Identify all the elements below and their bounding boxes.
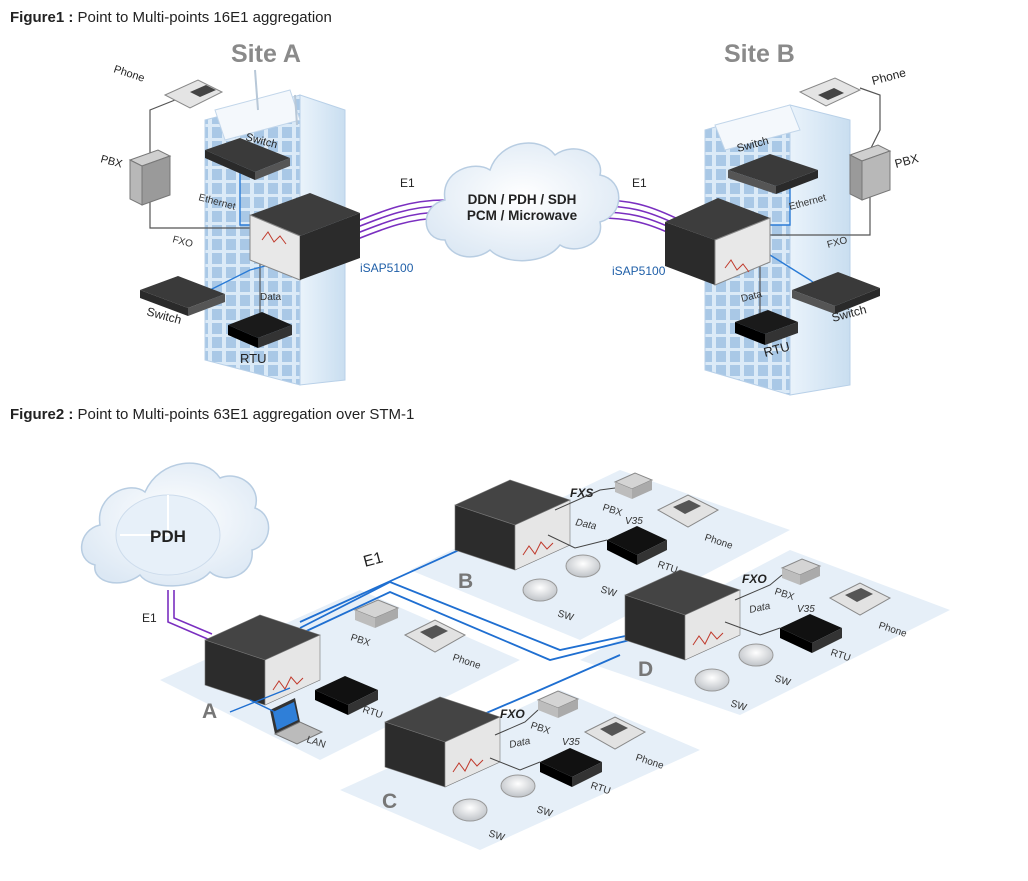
zone-d-sw-icons [694, 643, 774, 692]
zone-c-sw-icons [452, 774, 536, 822]
zone-d-data-label: Data [748, 601, 771, 616]
site-b-pbx [848, 144, 892, 201]
figure2-caption: Figure2 : Point to Multi-points 63E1 agg… [10, 406, 414, 423]
zone-d-fx-label: FXO [742, 572, 767, 586]
fig1-e1-left-label: E1 [400, 176, 415, 190]
site-a-phone-label: Phone [112, 63, 146, 84]
zone-c-sw1-label: SW [535, 804, 554, 820]
site-a-isap-device [249, 193, 360, 281]
zone-d-rack [624, 569, 741, 661]
site-a-label: Site A [231, 40, 301, 68]
zone-b-data-label: Data [574, 517, 597, 532]
figure2-caption-text: Point to Multi-points 63E1 aggregation o… [73, 406, 415, 423]
fig2-e1-backbone-label: E1 [362, 549, 385, 571]
site-a-switch-bottom [140, 276, 225, 316]
zone-c-v35-label: V35 [562, 737, 580, 748]
site-b-pbx-label: PBX [893, 151, 920, 171]
zone-a-phone [403, 619, 467, 653]
transport-cloud [425, 142, 620, 262]
zone-a-laptop-icon [270, 698, 324, 745]
cloud-line-1: DDN / PDH / SDH [468, 192, 577, 207]
zone-b-links [547, 487, 616, 549]
fig2-racks [204, 479, 741, 788]
zone-c-rtu [540, 748, 602, 787]
site-a-phone [163, 79, 224, 109]
zone-c-links [489, 709, 541, 771]
zone-d-v35-label: V35 [797, 604, 815, 615]
site-b-phone [798, 77, 862, 107]
cloud-line-2: PCM / Microwave [467, 208, 578, 223]
zone-b-fx-label: FXS [570, 486, 593, 500]
zone-a-rack [204, 614, 321, 706]
fig1-e1-right-label: E1 [632, 176, 647, 190]
zone-d-sw2-label: SW [729, 698, 748, 714]
site-b-switch-bottom [792, 272, 880, 314]
zone-b-v35-label: V35 [625, 516, 643, 527]
zone-d-letter: D [638, 658, 653, 681]
site-b-fxo-label: FXO [826, 235, 849, 251]
zone-c-letter: C [382, 790, 397, 813]
site-b-data-label: Data [740, 289, 764, 305]
site-a-pbx-label: PBX [99, 153, 124, 170]
figure1-caption-bold: Figure1 : [10, 9, 74, 26]
zone-a-lan-links [229, 687, 291, 713]
zone-d-pbx [780, 558, 822, 585]
site-a-isap-label: iSAP5100 [360, 261, 414, 275]
zone-c-rack [384, 696, 501, 788]
zone-a-pbx [353, 599, 400, 628]
zone-a-rtu [315, 676, 378, 715]
site-b-links [759, 87, 881, 318]
pdh-cloud [80, 462, 270, 587]
zone-c-phone [583, 716, 647, 750]
site-a-rtu [228, 312, 292, 348]
zone-b-letter: B [458, 570, 473, 593]
fig2-e1-cloud-bundle [167, 590, 213, 641]
zone-c-data-label: Data [508, 736, 531, 751]
figure1-caption: Figure1 : Point to Multi-points 16E1 agg… [10, 9, 332, 26]
figure1-caption-text: Point to Multi-points 16E1 aggregation [73, 9, 332, 26]
site-a-rtu-label: RTU [240, 351, 266, 366]
site-a-data-label: Data [260, 292, 282, 303]
site-a-switch-top [205, 138, 290, 180]
site-a-pbx [128, 149, 172, 206]
zone-c-sw2-label: SW [487, 828, 506, 844]
fig2-backbone-links [299, 544, 631, 721]
zone-b-phone [656, 494, 720, 528]
zone-a-letter: A [202, 700, 217, 723]
zone-b-pbx [613, 472, 654, 499]
zone-c-fx-label: FXO [500, 707, 525, 721]
zone-b-sw2-label: SW [556, 608, 575, 624]
zone-d-sw1-label: SW [773, 673, 792, 689]
zone-b-rtu [607, 526, 667, 565]
zone-b-rack [454, 479, 571, 571]
site-b-isap-label: iSAP5100 [612, 264, 666, 278]
zone-d-links [724, 574, 783, 636]
site-b-label: Site B [724, 40, 795, 68]
pdh-label: PDH [150, 527, 186, 546]
site-b-rtu-label: RTU [762, 339, 791, 360]
fig2-e1-cloud-label: E1 [142, 611, 157, 625]
zone-b-sw1-label: SW [599, 584, 618, 600]
zone-b-sw-icons [522, 554, 601, 602]
zone-d-rtu [780, 614, 842, 653]
zone-d-phone [828, 582, 892, 616]
site-a-fxo-label: FXO [171, 234, 194, 250]
zone-c-pbx [536, 690, 580, 718]
site-b-phone-label: Phone [870, 65, 907, 88]
site-b-rtu [735, 310, 798, 345]
site-b-isap-device [665, 198, 771, 286]
site-b-switch-top [728, 154, 818, 194]
figure2-caption-bold: Figure2 : [10, 406, 74, 423]
